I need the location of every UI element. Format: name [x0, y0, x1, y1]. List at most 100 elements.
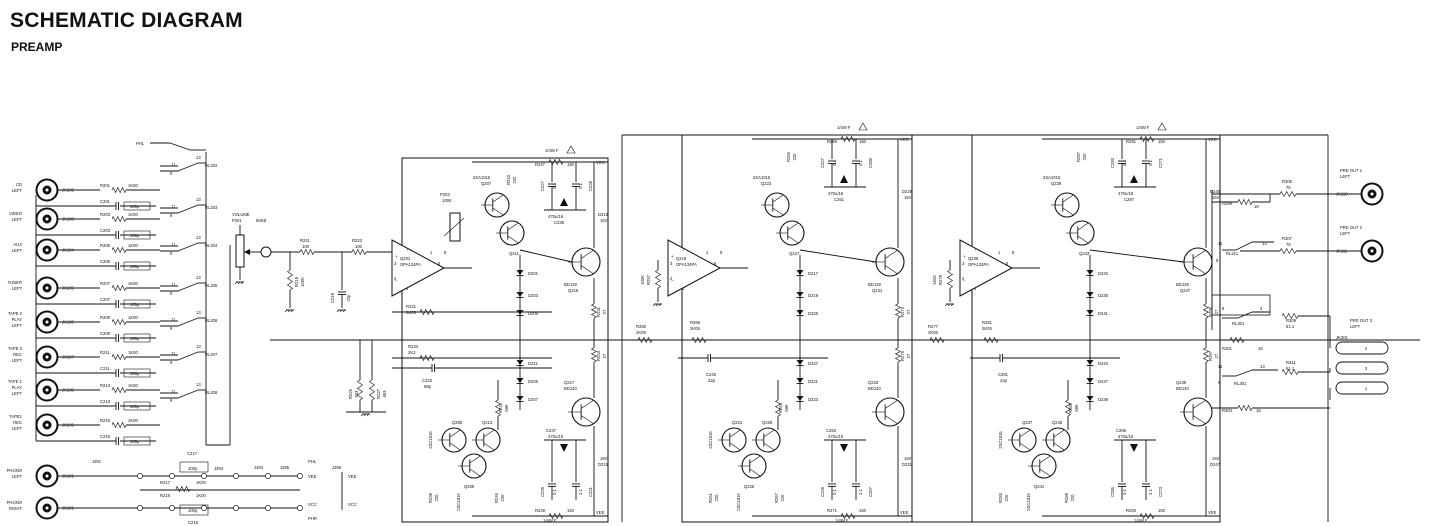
diode — [516, 270, 524, 275]
capacitor-ref: C217 — [187, 451, 198, 456]
opamp-pin: 2 — [962, 276, 965, 281]
resistor-value: 27 — [906, 309, 911, 314]
resistor-ref: R303 — [1222, 408, 1233, 413]
opamp-pin: 6 — [1006, 261, 1009, 266]
transistor-type: BD140 — [868, 386, 881, 391]
relay-pin: 9 — [170, 326, 173, 331]
transistor-pnp — [1077, 222, 1089, 231]
volume-ref: P201 — [232, 218, 242, 223]
resistor-ref: R219 — [294, 276, 299, 287]
capacitor-value: 0.1 — [1122, 488, 1127, 494]
wire — [1237, 311, 1253, 319]
zener-diode — [560, 198, 568, 206]
transistor-npn-output — [580, 249, 594, 259]
relay-pin: 11 — [171, 282, 176, 287]
relay-ref: RL301 — [1232, 321, 1245, 326]
transistor-npn — [483, 442, 495, 451]
zener-diode — [840, 175, 848, 183]
diode-ref: D243 — [1098, 361, 1109, 366]
xlr-pin — [1335, 381, 1389, 395]
stage-box — [971, 134, 1221, 523]
transistor-pnp — [507, 222, 519, 231]
opamp-ref: Q235 — [968, 256, 979, 261]
resistor-ref: R221 — [300, 238, 311, 243]
resistor-value: 27 — [1214, 353, 1219, 358]
capacitor — [116, 299, 122, 309]
resistor-value: 150 — [567, 508, 575, 513]
ground — [655, 303, 659, 307]
diode — [796, 396, 804, 401]
capacitor-value: 0.1 — [552, 488, 557, 494]
diode — [796, 360, 804, 365]
capacitor-value: 0.1 — [552, 182, 557, 188]
input-jack — [45, 506, 49, 510]
relay-pin: 11 — [1218, 364, 1223, 369]
value-box — [123, 401, 151, 411]
input-jack — [45, 388, 49, 392]
capacitor-ref: C209 — [100, 331, 111, 336]
diode-ref: D241 — [1098, 311, 1109, 316]
transistor-ref: Q227 — [789, 251, 800, 256]
zener-value: 15V — [1212, 456, 1220, 461]
resistor-ref: R287 — [1076, 151, 1081, 162]
diode — [796, 310, 804, 315]
diode-ref: D223 — [808, 397, 819, 402]
transistor-npn — [749, 455, 761, 464]
ground — [366, 413, 370, 417]
ground — [284, 309, 288, 313]
connector-pin — [137, 473, 143, 479]
rail-label: VCC — [308, 502, 317, 507]
capacitor-value: 0.1 — [832, 488, 837, 494]
value-box — [123, 201, 151, 211]
opamp-pin: 7 — [682, 247, 685, 252]
input-label: TAPE 1 — [8, 379, 23, 384]
transistor-type: BD140 — [564, 386, 577, 391]
resistor-ref: R205 — [100, 243, 111, 248]
resistor-value: 100K — [640, 275, 645, 285]
ground — [342, 309, 346, 313]
transistor-type: 2SA1015 — [753, 175, 771, 180]
resistor — [111, 284, 127, 292]
ground — [658, 303, 662, 307]
input-label: PHONO — [7, 500, 23, 505]
ground — [950, 303, 954, 307]
rail-label: VEE — [1208, 510, 1217, 515]
wire — [177, 162, 199, 172]
relay-pin: 13 — [196, 310, 201, 315]
relay-ref: RL208 — [205, 390, 218, 395]
warning-icon — [858, 122, 868, 131]
ground — [287, 309, 291, 313]
resistor — [774, 399, 782, 417]
transistor-ref: Q223 — [761, 181, 772, 186]
xlr-pin — [1335, 361, 1389, 375]
value-box — [123, 368, 151, 378]
ground — [336, 309, 340, 313]
input-label: TAPE1 — [9, 414, 23, 419]
capacitor-ref: C223 — [422, 378, 433, 383]
resistor-ref: R215 — [100, 418, 111, 423]
input-label: LEFT — [12, 391, 23, 396]
diode — [1086, 270, 1094, 275]
relay-pin: 4 — [1260, 306, 1263, 311]
capacitor-value: 0.1 — [1122, 159, 1127, 165]
zener-ref: D245 — [1210, 189, 1221, 194]
resistor-value: 1K00 — [128, 212, 138, 217]
opamp-2 — [667, 239, 722, 297]
diode-ref: D237 — [1098, 379, 1109, 384]
transistor-pnp — [507, 235, 519, 244]
resistor-value: 27 — [1214, 309, 1219, 314]
relay-pin: 13 — [1260, 364, 1265, 369]
relay-pin: 9 — [1218, 380, 1221, 385]
resistor-ref: R261 — [708, 492, 713, 503]
resistor — [894, 347, 902, 363]
relay-ref: RL203 — [205, 205, 218, 210]
resistor — [1202, 347, 1210, 363]
opamp-minus: − — [395, 278, 398, 283]
opamp-pin: 7 — [406, 247, 409, 252]
resistor — [590, 303, 598, 319]
resistor-value: 1K00 — [196, 480, 206, 485]
warning-icon — [1157, 122, 1167, 131]
resistor-ref: R271 — [827, 508, 838, 513]
opamp-type: OPA134PA — [676, 262, 697, 267]
power-rating: 1/4W F — [837, 125, 851, 130]
